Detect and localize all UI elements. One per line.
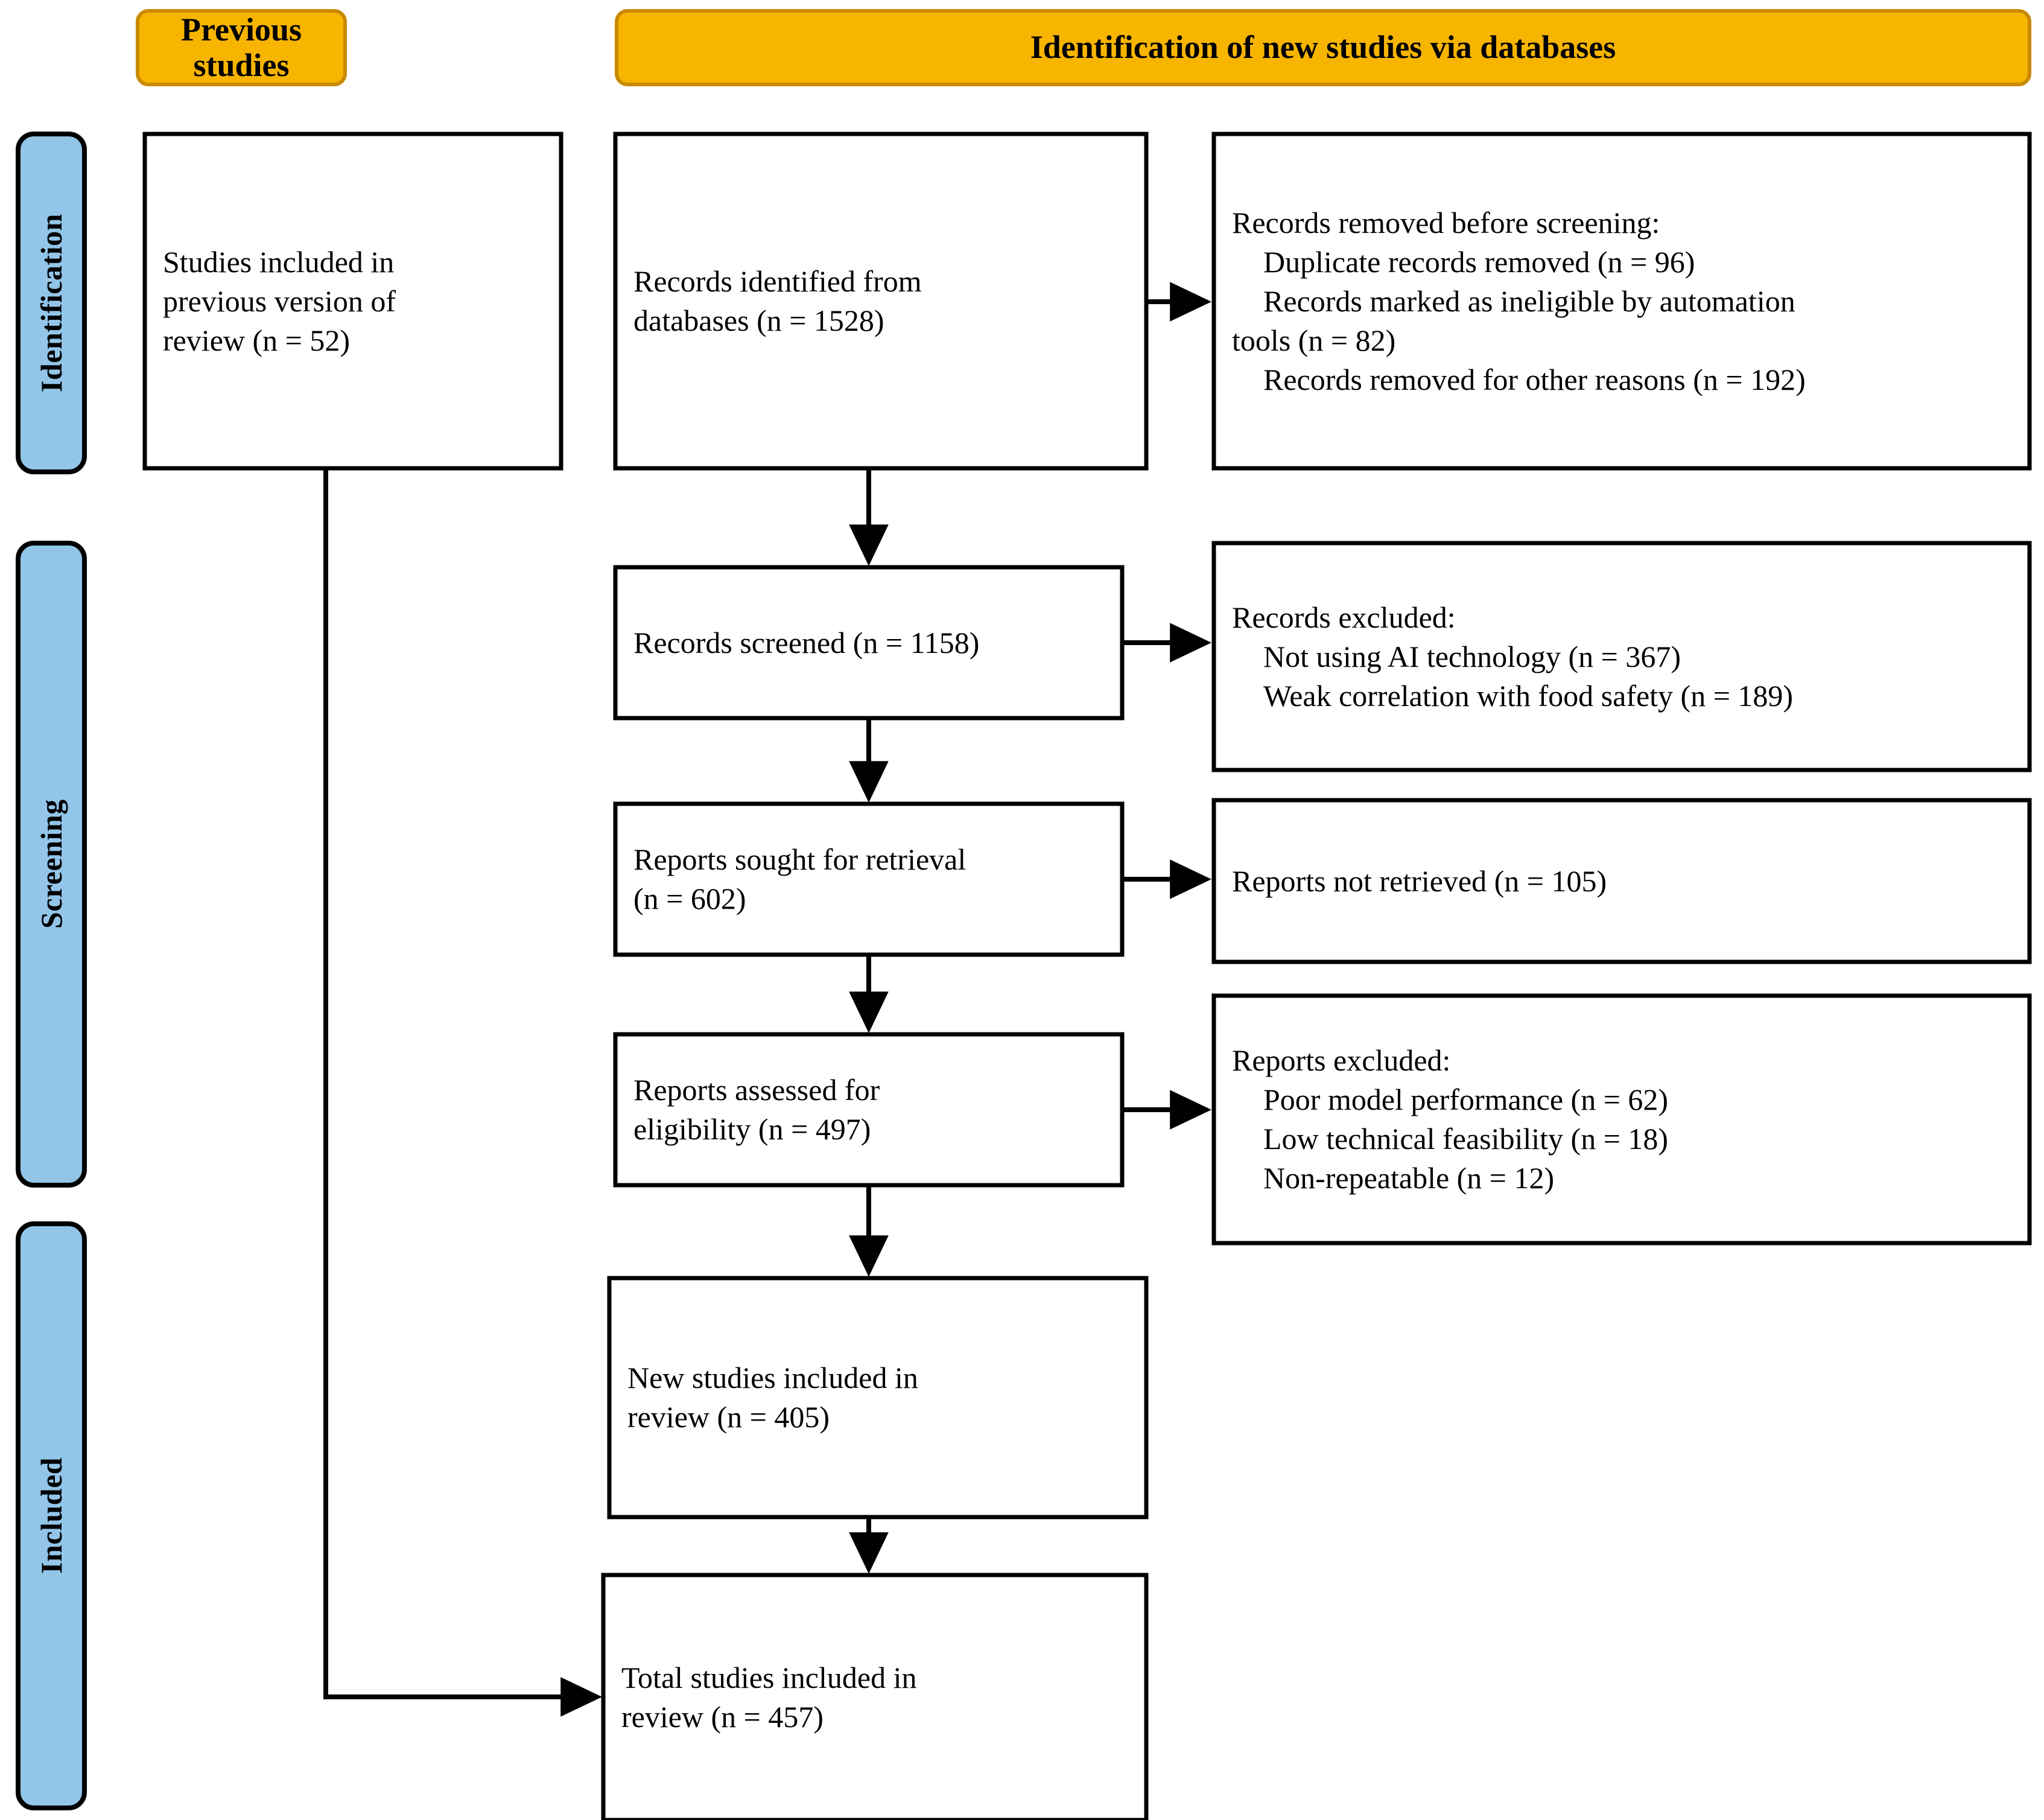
box-line: Non-repeatable (n = 12) (1263, 1161, 1555, 1195)
box-line: (n = 602) (633, 882, 746, 915)
box-text-reports-assessed: Reports assessed for eligibility (n = 497… (615, 1034, 1122, 1185)
stage-pill-screening (16, 541, 87, 1188)
box-line: Records removed before screening: (1232, 205, 1660, 240)
box-text-reports-sought: Reports sought for retrieval (n = 602) (615, 804, 1122, 955)
box-line: Poor model performance (n = 62) (1263, 1083, 1669, 1116)
box-line: Total studies included in (621, 1661, 917, 1694)
box-line: Studies included in (163, 244, 395, 279)
box-records-screened (613, 565, 1125, 721)
box-line: Records excluded: (1232, 600, 1456, 634)
box-line: Weak correlation with food safety (n = 1… (1263, 678, 1794, 713)
box-line: Reports not retrieved (n = 105) (1232, 864, 1607, 898)
box-line: Records marked as ineligible by automati… (1263, 284, 1795, 318)
box-text-records-excluded: Records excluded: Not using AI technology… (1214, 543, 2030, 770)
box-reports-excluded (1211, 993, 2032, 1246)
box-line: Records identified from (633, 264, 922, 298)
box-line: Reports excluded: (1232, 1043, 1451, 1077)
header-bar-identification-new (615, 9, 2031, 86)
box-line: tools (n = 82) (1232, 323, 1396, 357)
box-text-records-identified: Records identified from databases (n = 15… (615, 134, 1146, 468)
box-line: Low technical feasibility (n = 18) (1263, 1122, 1669, 1156)
box-previous-included (142, 132, 563, 471)
box-text-new-studies-included: New studies included in review (n = 405) (609, 1278, 1146, 1517)
box-reports-not-retrieved (1211, 798, 2032, 964)
box-records-excluded (1211, 541, 2032, 772)
stage-label-included: Included (34, 1457, 68, 1574)
header-bar-previous-studies (136, 9, 347, 86)
box-text-reports-not-retrieved: Reports not retrieved (n = 105) (1214, 800, 2030, 962)
box-reports-assessed (613, 1032, 1125, 1188)
box-new-studies-included (607, 1276, 1149, 1519)
box-records-removed-before-screening (1211, 132, 2032, 471)
box-line: previous version of (163, 284, 396, 318)
connector-previous-to-total (323, 468, 603, 1717)
box-line: eligibility (n = 497) (633, 1112, 871, 1146)
box-text-previous-included: Studies included in previous version of re… (145, 134, 561, 468)
box-text-reports-excluded: Reports excluded: Poor model performance … (1214, 996, 2030, 1243)
box-line: New studies included in (627, 1361, 918, 1395)
box-line: review (n = 405) (627, 1400, 830, 1434)
box-line: Reports sought for retrieval (633, 842, 966, 876)
box-text-records-removed-before-screening: Records removed before screening: Duplica… (1214, 134, 2030, 468)
stage-pill-identification (16, 132, 87, 474)
stage-label-identification: Identification (34, 214, 68, 392)
box-line: review (n = 52) (163, 323, 351, 357)
stage-pill-included (16, 1221, 87, 1810)
box-text-total-studies-included: Total studies included in review (n = 457… (603, 1575, 1146, 1820)
box-line: Records screened (n = 1158) (633, 625, 980, 660)
box-total-studies-included (601, 1573, 1149, 1820)
box-line: Reports assessed for (633, 1073, 880, 1107)
box-line: Records removed for other reasons (n = 1… (1263, 362, 1806, 396)
box-text-records-screened: Records screened (n = 1158) (615, 567, 1122, 718)
box-line: databases (n = 1528) (633, 304, 884, 337)
stage-label-screening: Screening (34, 799, 68, 929)
box-line: Not using AI technology (n = 367) (1263, 639, 1681, 673)
box-line: Duplicate records removed (n = 96) (1263, 244, 1695, 279)
box-line: review (n = 457) (621, 1700, 824, 1734)
